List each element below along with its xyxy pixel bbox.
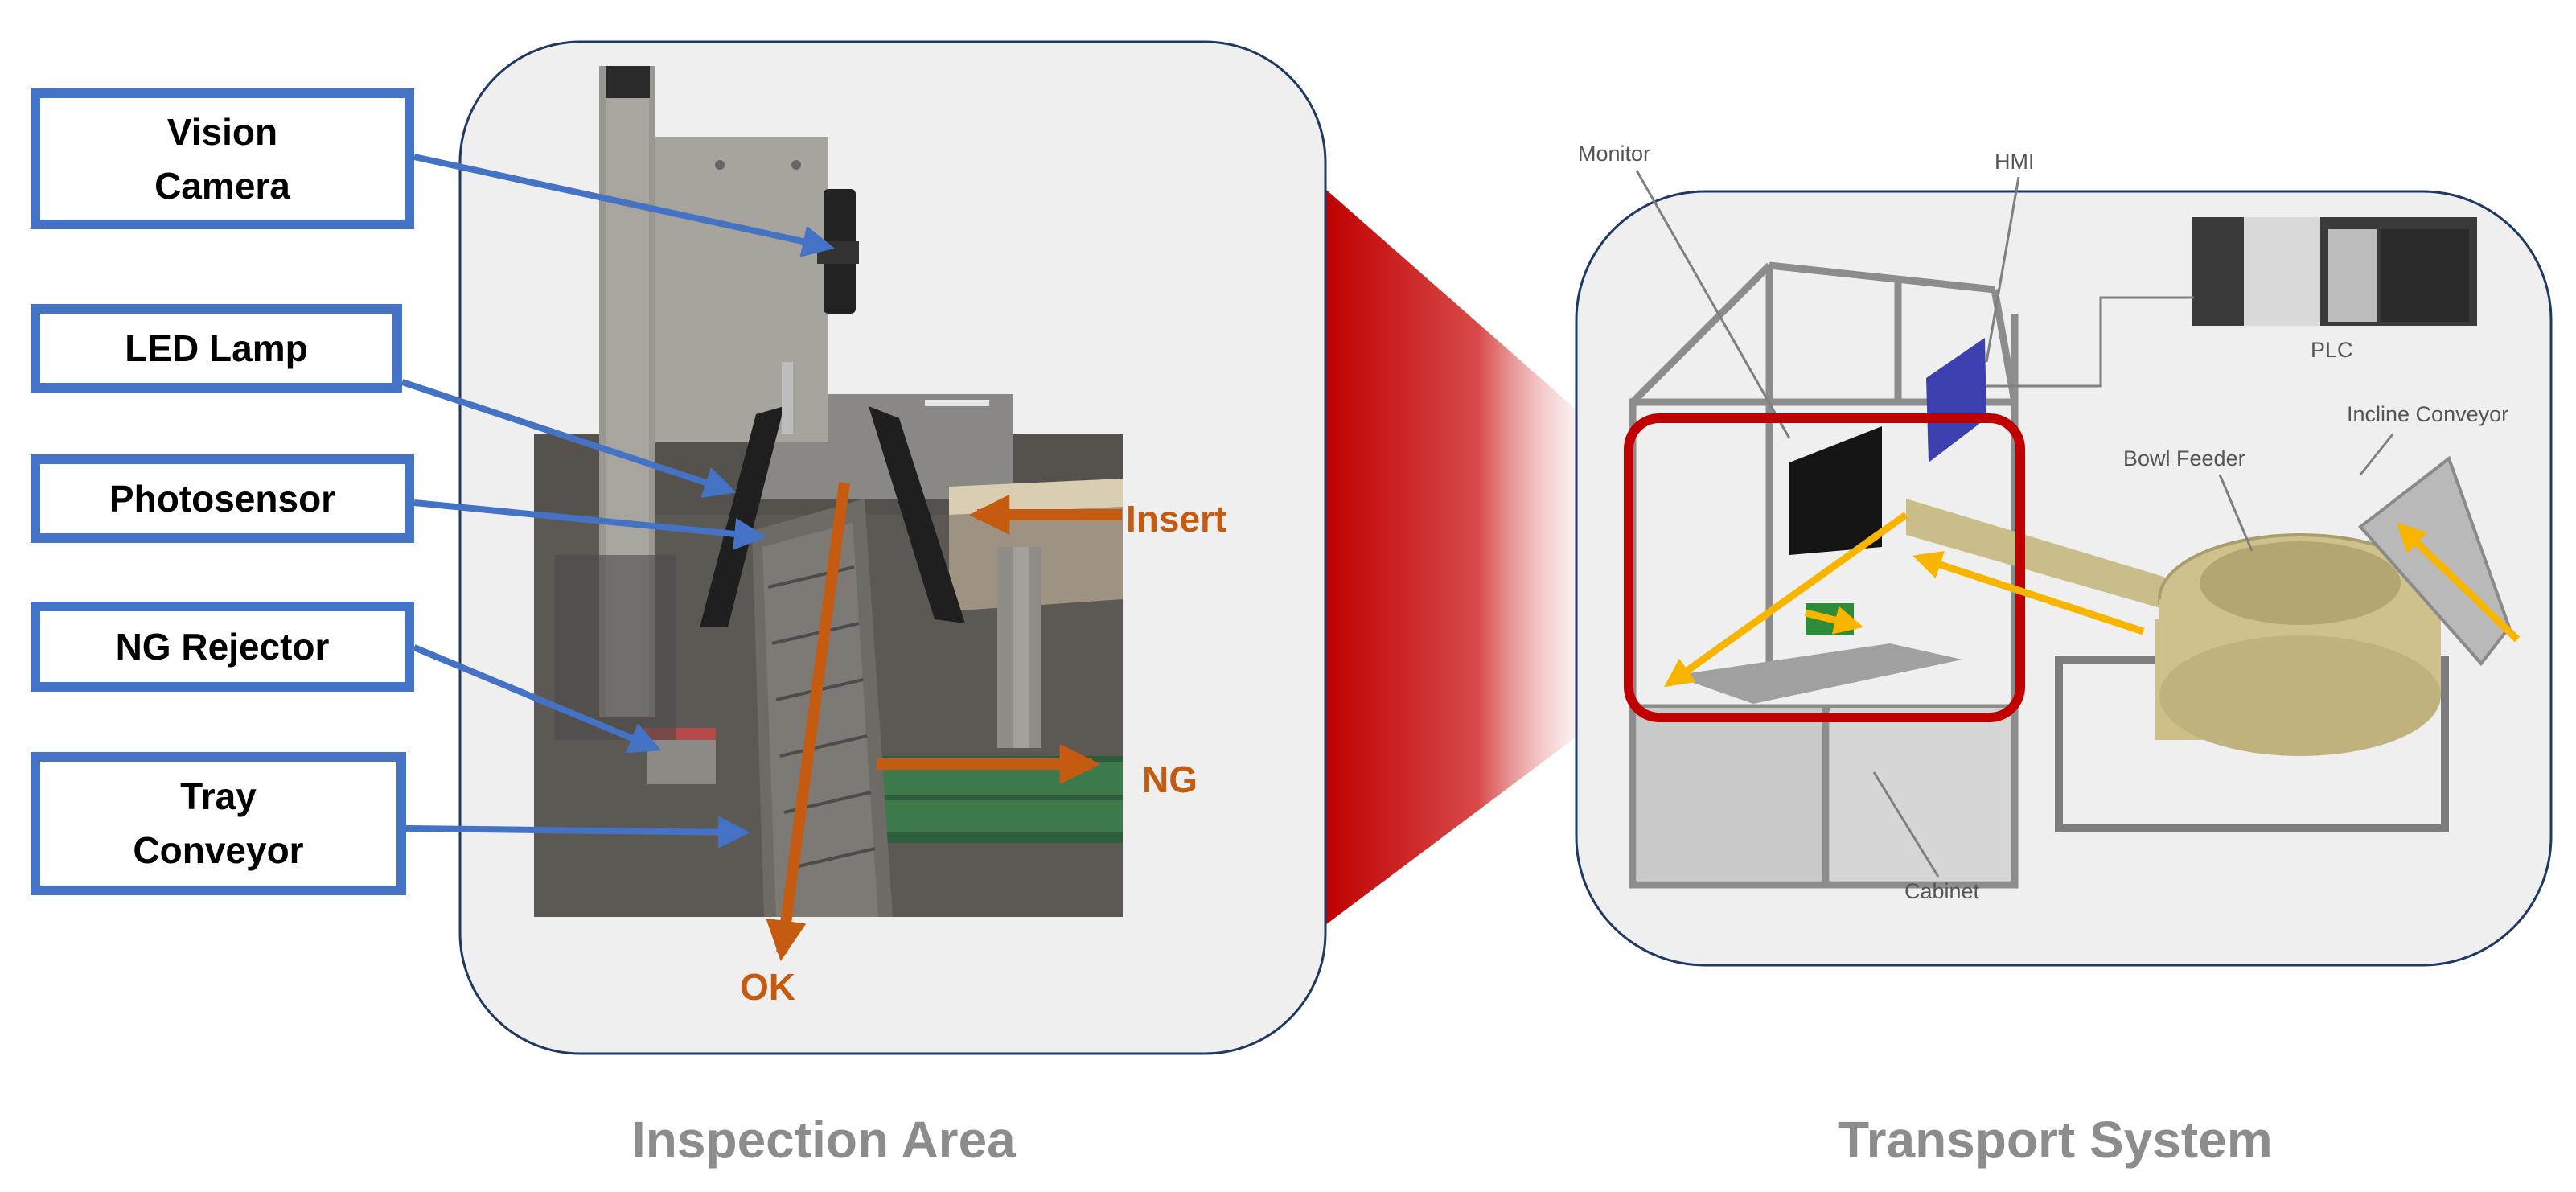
label-monitor: Monitor <box>1578 142 1651 166</box>
label-incline-conveyor: Incline Conveyor <box>2347 402 2509 426</box>
flow-arrows <box>766 482 1122 961</box>
flow-label-insert: Insert <box>1126 498 1227 540</box>
transport-system-panel <box>1575 170 2553 967</box>
callout-tray-conveyor: Tray Conveyor <box>31 752 406 895</box>
callout-ng-rejector: NG Rejector <box>31 602 414 692</box>
label-cabinet: Cabinet <box>1904 879 1980 903</box>
callout-led-lamp: LED Lamp <box>31 304 402 393</box>
flow-label-ng: NG <box>1142 758 1198 800</box>
label-hmi: HMI <box>1995 150 2035 174</box>
inspection-area-highlight <box>1624 413 2025 722</box>
label-plc: PLC <box>2311 338 2353 362</box>
callout-arrows <box>401 154 835 849</box>
flow-label-ok: OK <box>740 966 795 1008</box>
label-bowl-feeder: Bowl Feeder <box>2123 446 2245 471</box>
caption-inspection-area: Inspection Area <box>631 1111 1016 1169</box>
callout-photosensor: Photosensor <box>31 454 414 543</box>
inspection-area-panel <box>458 40 1327 1055</box>
zoom-connector <box>1325 189 1604 925</box>
caption-transport-system: Transport System <box>1838 1111 2273 1169</box>
callout-vision-camera: Vision Camera <box>31 88 414 229</box>
